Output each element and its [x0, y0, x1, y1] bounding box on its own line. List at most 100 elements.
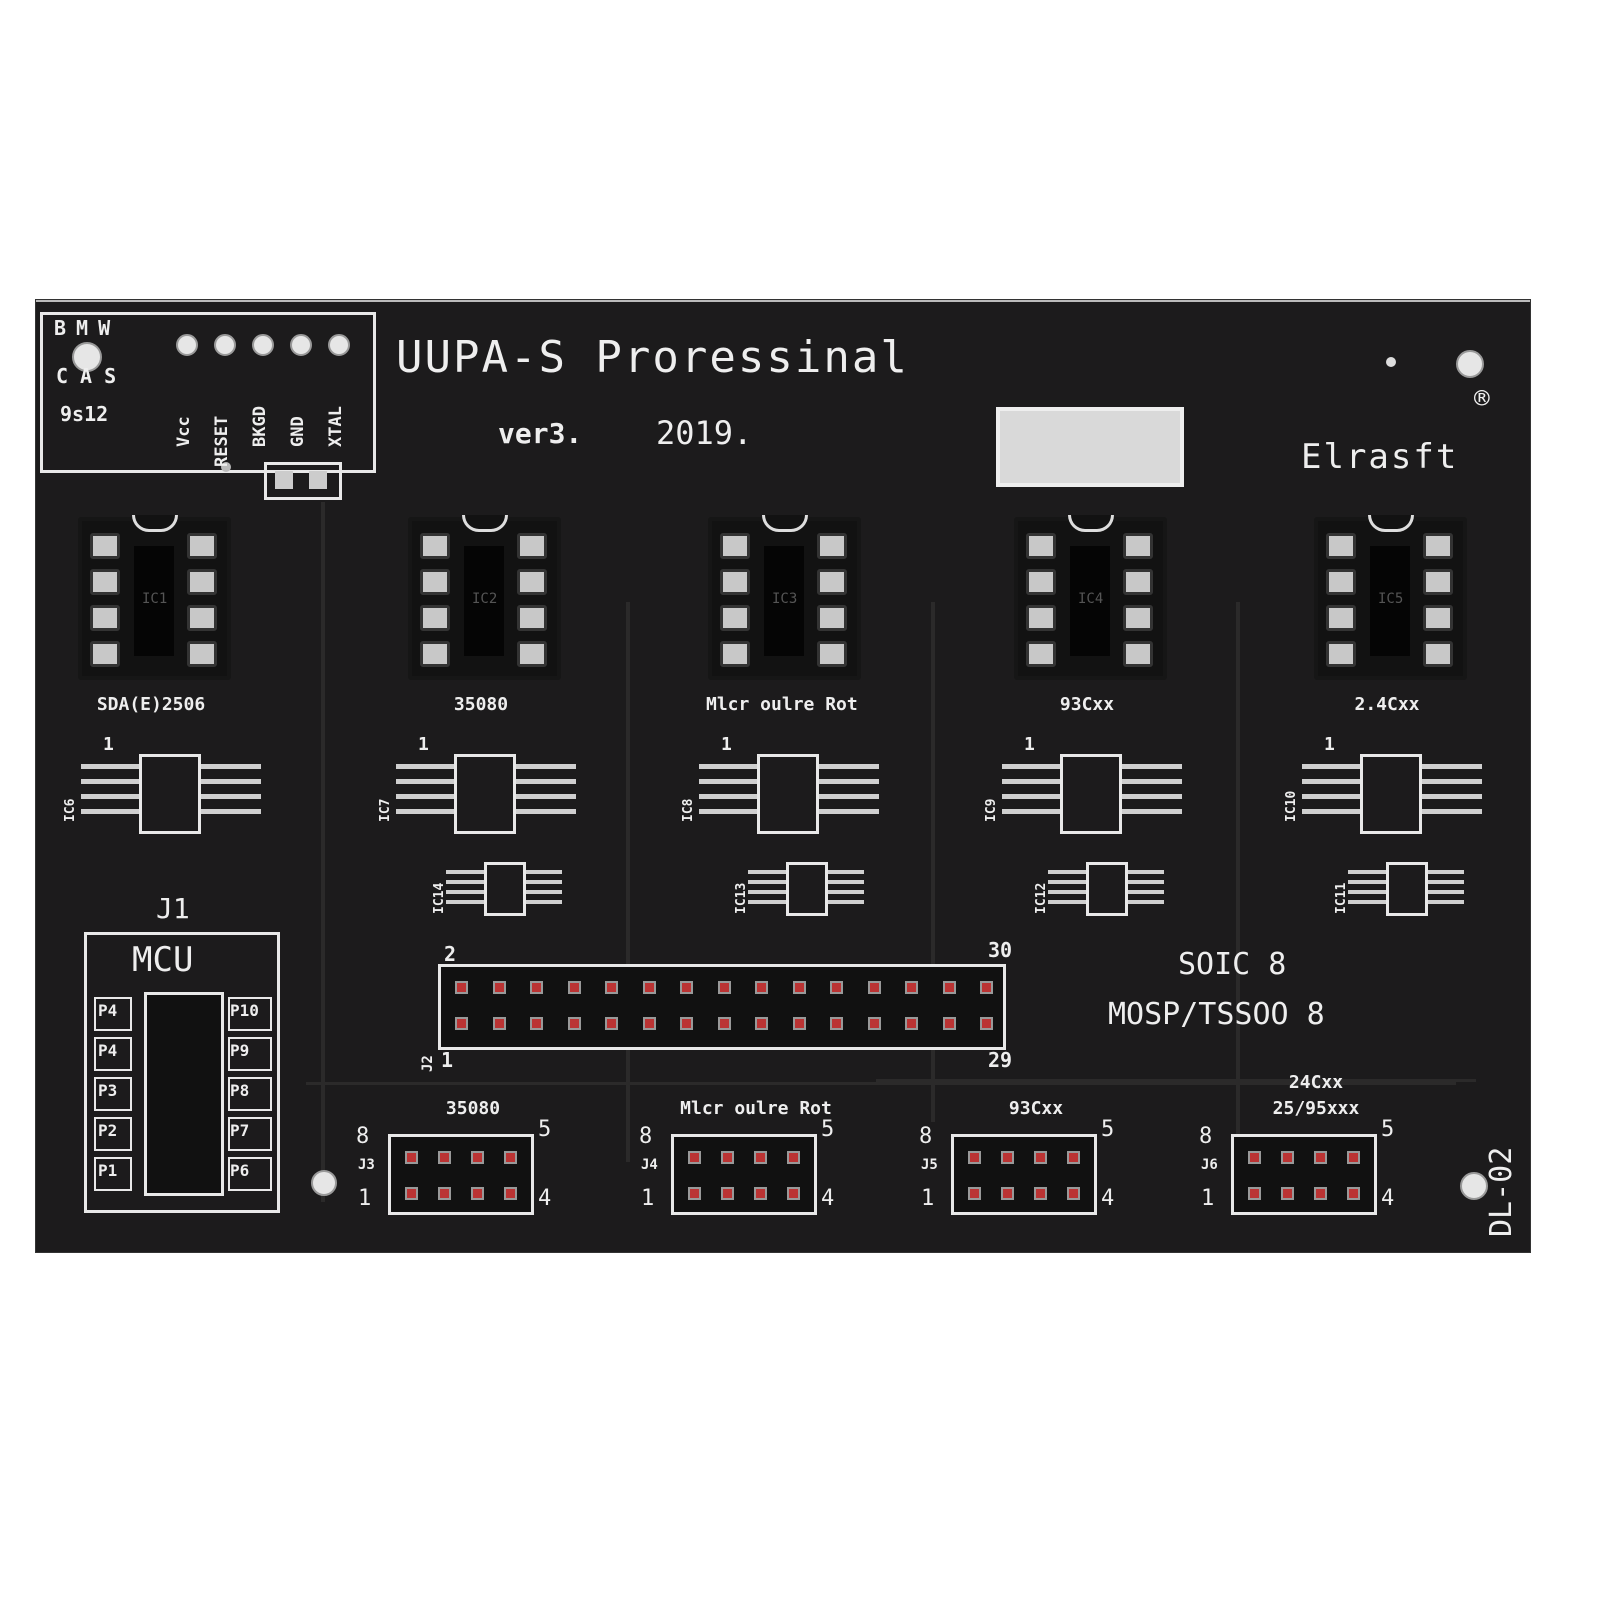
- header-pin: [721, 1151, 734, 1164]
- header-pin: [567, 1017, 581, 1030]
- header-pin: [1281, 1151, 1294, 1164]
- jumper-pads: [264, 462, 342, 500]
- tssop-ref: IC11: [1334, 882, 1349, 914]
- header-pin: [1067, 1187, 1080, 1200]
- header-pin: [492, 981, 506, 994]
- soic-pad: [1002, 764, 1062, 769]
- tssop-pad: [1126, 880, 1164, 884]
- socket-pin: [1326, 605, 1356, 631]
- socket-pin: [187, 605, 217, 631]
- socket-pin: [90, 605, 120, 631]
- tssop-pad: [1426, 880, 1464, 884]
- tssop-pad: [1426, 900, 1464, 904]
- bdm-letters-bottom: CAS: [56, 364, 128, 388]
- bdm-pin-pad: [214, 334, 236, 356]
- pin1-marker: 1: [1024, 734, 1035, 755]
- socket-pin: [420, 533, 450, 559]
- socket-pin: [720, 641, 750, 667]
- pin-number: 4: [1381, 1186, 1395, 1211]
- j1-pin-box: [228, 1077, 272, 1111]
- j1-mcu-box: [84, 932, 280, 1213]
- bdm-pin-pad: [328, 334, 350, 356]
- socket-pin: [90, 569, 120, 595]
- header-pin: [792, 1017, 806, 1030]
- header-label: 35080: [445, 1098, 501, 1119]
- socket-pin: [817, 641, 847, 667]
- header-pin: [680, 981, 693, 994]
- soic-pad: [699, 779, 759, 784]
- tssop-ref: IC14: [432, 882, 447, 914]
- board-title: UUPA-S Proressinal: [396, 332, 909, 383]
- pin-number: 8: [639, 1124, 653, 1149]
- pcb-board: BMW CAS 9s12 UUPA-S Proressinal ver3. 20…: [36, 300, 1530, 1252]
- socket-notch: [762, 515, 808, 532]
- soic-pad: [819, 809, 879, 814]
- pcb-trace: [626, 602, 630, 1162]
- header-pin: [688, 1187, 701, 1200]
- socket-pin: [720, 569, 750, 595]
- pad: [309, 471, 327, 489]
- j1-ref: J1: [156, 892, 190, 925]
- bdm-header-box: [40, 312, 376, 473]
- socket-ref: IC2: [472, 591, 498, 607]
- tssop-pad: [446, 900, 484, 904]
- j1-pin-box: [94, 1157, 132, 1191]
- soic-outline: [1060, 754, 1122, 834]
- tssop-pad: [446, 870, 484, 874]
- socket-body: [764, 546, 804, 656]
- header-label: 25/95xxx: [1272, 1098, 1360, 1119]
- mounting-hole: [311, 1170, 337, 1196]
- brand-name: Elrasft: [1301, 437, 1459, 477]
- tssop-pad: [1426, 870, 1464, 874]
- header-pin: [867, 981, 881, 994]
- j2-ref: J2: [420, 1055, 436, 1072]
- soic-pad: [516, 794, 576, 799]
- header-pin: [567, 981, 581, 994]
- bdm-pin-label: BKGD: [250, 406, 270, 447]
- bdm-letters-top: BMW: [54, 316, 120, 340]
- board-year: 2019.: [656, 414, 753, 452]
- header-pin: [830, 981, 843, 994]
- tssop-pad: [748, 900, 786, 904]
- header-label: 24Cxx: [1288, 1072, 1344, 1093]
- j1-pin-box: [94, 1117, 132, 1151]
- soic-pad: [1002, 779, 1062, 784]
- soic-pad: [81, 809, 141, 814]
- j1-pin-label: P3: [98, 1081, 118, 1100]
- soic-pad: [1122, 809, 1182, 814]
- tssop-label: MOSP/TSSOO 8: [1108, 997, 1325, 1032]
- bdm-pin-label: XTAL: [326, 406, 346, 447]
- header-pin: [455, 981, 468, 994]
- socket-notch: [132, 515, 178, 532]
- header-pin: [787, 1151, 800, 1164]
- j1-pin-box: [228, 997, 272, 1031]
- socket-pin: [1423, 641, 1453, 667]
- soic-pad: [1122, 779, 1182, 784]
- dip8-socket: IC5: [1314, 515, 1467, 680]
- dip8-socket: IC3: [708, 515, 861, 680]
- j1-header-body: [144, 992, 224, 1196]
- socket-body: [464, 546, 504, 656]
- j1-pin-label: P7: [230, 1121, 250, 1140]
- bdm-pin-pad: [252, 334, 274, 356]
- j1-pin-label: P4: [98, 1001, 118, 1020]
- letter: B: [54, 316, 77, 340]
- tssop-pad: [748, 890, 786, 894]
- j1-pin-box: [228, 1037, 272, 1071]
- soic-pad: [201, 779, 261, 784]
- bdm-pin-label: GND: [288, 416, 308, 447]
- pin-number: 5: [538, 1117, 552, 1142]
- header-pin: [1248, 1187, 1261, 1200]
- pin-number: 5: [1101, 1117, 1115, 1142]
- pin-number: 1: [358, 1186, 372, 1211]
- socket-pin: [420, 605, 450, 631]
- header-pin: [438, 1187, 451, 1200]
- socket-label: Mlcr oulre Rot: [706, 694, 858, 715]
- socket-pin: [1423, 605, 1453, 631]
- soic-pad: [819, 764, 879, 769]
- soic-label: SOIC 8: [1178, 947, 1287, 982]
- socket-label: SDA(E)2506: [96, 694, 206, 715]
- socket-body: [1070, 546, 1110, 656]
- header-pin: [438, 1151, 451, 1164]
- tssop-pad: [1426, 890, 1464, 894]
